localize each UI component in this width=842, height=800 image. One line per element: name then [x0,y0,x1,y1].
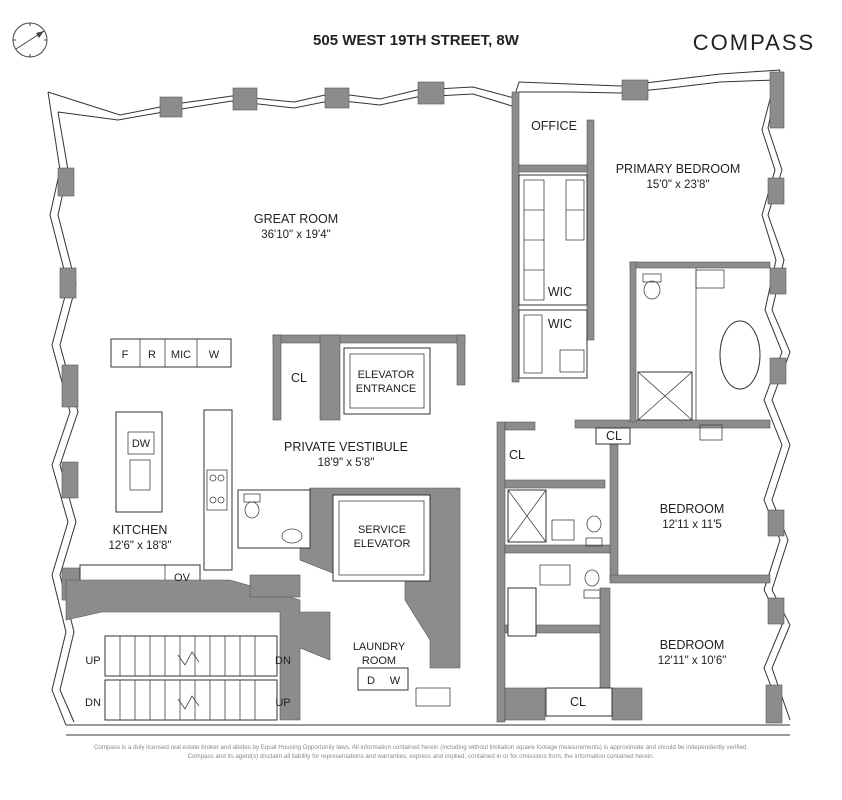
bedroom-label-2: BEDROOM [660,638,725,652]
primary-bedroom-dimensions: 15'0" x 23'8" [646,179,709,191]
laundry-room-label-2: ROOM [362,655,396,667]
disclaimer-line-1: Compass is a duly licensed real estate b… [94,744,748,751]
stair-up-label: UP [85,655,100,667]
stair-down-label: DN [275,655,291,667]
exterior-walls [47,69,791,736]
great-room-label: GREAT ROOM [254,212,338,226]
closet-label: CL [291,371,307,385]
north-compass-icon [12,22,48,58]
bedroom-dimensions-2: 12'11" x 10'6" [658,655,727,667]
compass-logo: COMPASS [693,30,815,55]
sink-icon [281,528,303,544]
wic-label: WIC [548,285,572,299]
service-elevator-label: SERVICE [358,524,406,536]
elevator-entrance-label-2: ENTRANCE [356,383,417,395]
toilet-icon [585,515,603,547]
stair-down-label-2: DN [85,697,101,709]
kitchen-dimensions: 12'6" x 18'8" [108,540,171,552]
wic-label-2: WIC [548,317,572,331]
great-room-dimensions: 36'10" x 19'4" [261,229,330,241]
wine-fridge-label: W [209,349,220,361]
service-elevator-label-2: ELEVATOR [354,538,411,550]
stove-icon [209,474,225,504]
kitchen-label: KITCHEN [113,523,168,537]
bedroom-label: BEDROOM [660,502,725,516]
toilet-icon [243,493,261,519]
office-label: OFFICE [531,119,577,133]
fixtures [209,273,662,599]
stair-treads [119,636,256,720]
dishwasher-label: DW [132,438,151,450]
oven-label: OV [174,572,191,584]
interior-walls [65,91,771,723]
closet-label: CL [606,429,622,443]
washer-label: W [390,675,401,687]
private-vestibule-label: PRIVATE VESTIBULE [284,440,408,454]
toilet-icon [642,273,662,300]
elevator-entrance-label: ELEVATOR [358,369,415,381]
address-title: 505 WEST 19TH STREET, 8W [313,32,520,49]
toilet-icon [583,569,601,599]
closet-label: CL [509,448,525,462]
disclaimer-line-2: Compass and its agent(s) disclaim all li… [188,753,655,760]
bedroom-dimensions: 12'11 x 11'5 [662,519,722,531]
fridge-label: F [122,349,129,361]
private-vestibule-dimensions: 18'9" x 5'8" [318,457,375,469]
laundry-room-label: LAUNDRY [353,641,406,653]
primary-bedroom-label: PRIMARY BEDROOM [616,162,741,176]
range-label: R [148,349,156,361]
stair-up-label-2: UP [275,697,290,709]
closet-label: CL [570,695,586,709]
microwave-label: MIC [171,349,191,361]
dryer-label: D [367,675,375,687]
